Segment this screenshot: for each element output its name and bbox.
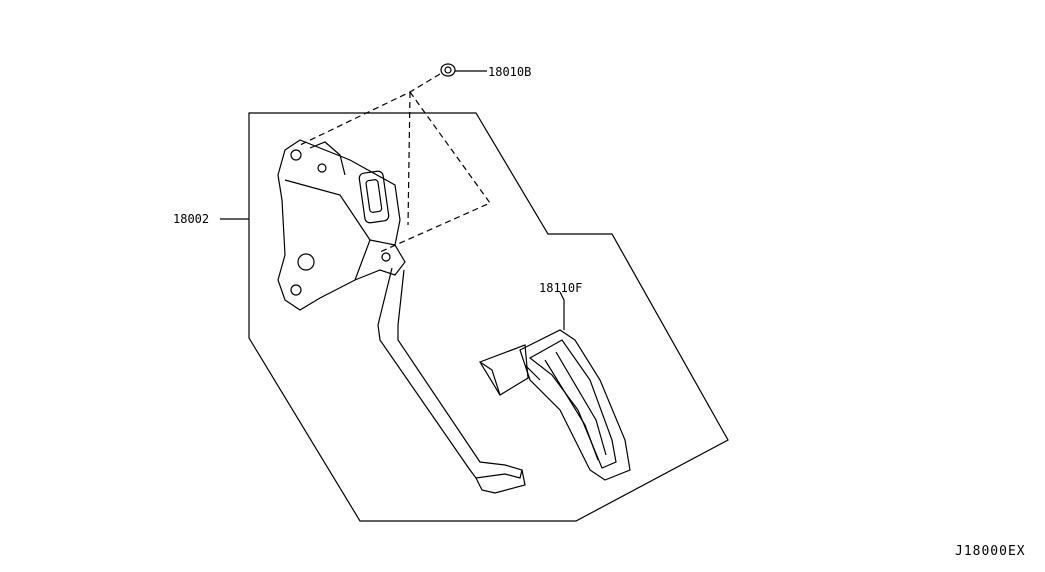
part-label-18110F: 18110F xyxy=(539,281,583,295)
part-label-18002: 18002 xyxy=(173,212,210,226)
leader-18110F xyxy=(559,291,565,330)
assembly-boundary xyxy=(248,112,729,522)
figure-code: J18000EX xyxy=(955,544,1026,559)
pedal-pad-18110F xyxy=(479,329,631,481)
pedal-module-18002 xyxy=(277,139,526,494)
dashed-guide-lines xyxy=(299,73,491,253)
nut-18010B xyxy=(440,63,487,77)
part-label-18010B: 18010B xyxy=(488,65,532,79)
